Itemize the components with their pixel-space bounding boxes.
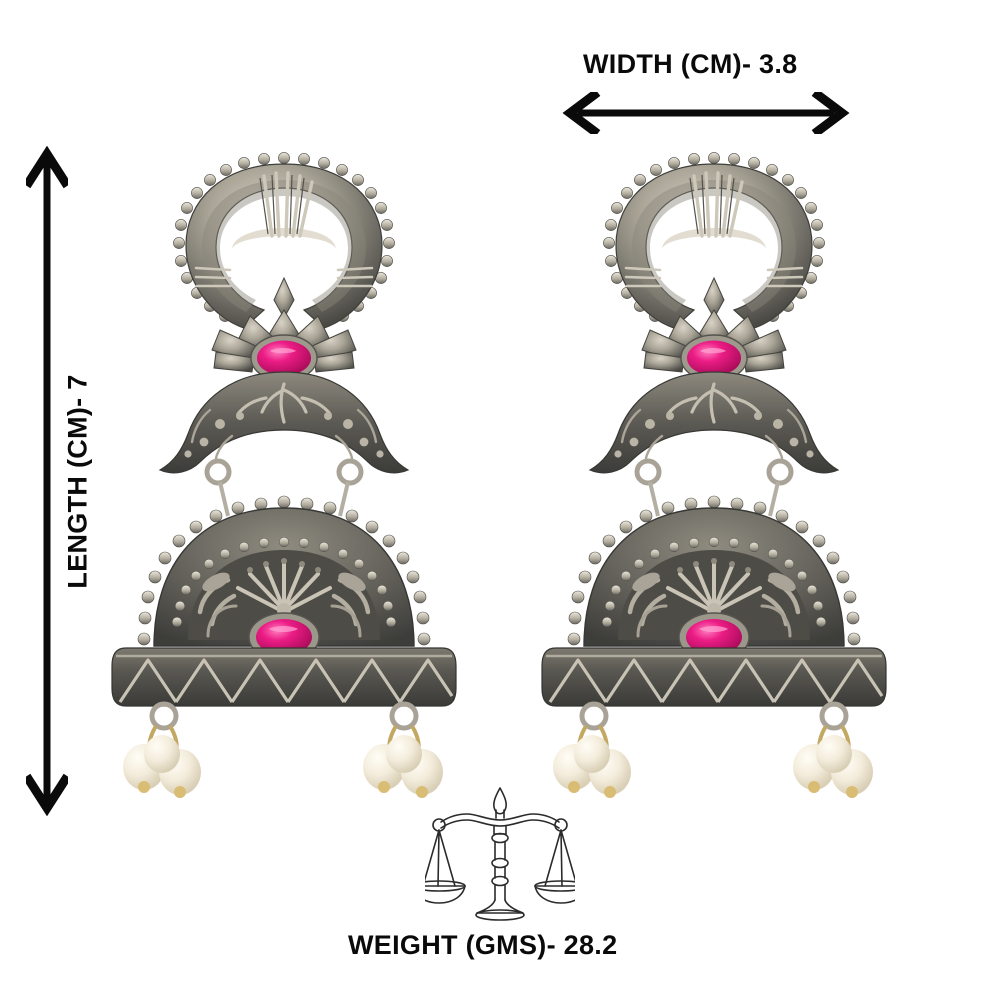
pearl-cap bbox=[378, 781, 390, 793]
gemstone-lower-highlight bbox=[699, 626, 728, 632]
lotus-fan-motif bbox=[236, 560, 332, 614]
floral-star-motif bbox=[641, 309, 787, 382]
engraved-crescent bbox=[158, 371, 410, 517]
stud-ring-body bbox=[615, 163, 813, 329]
pearl-cap bbox=[846, 786, 858, 798]
dome-base-scrolls bbox=[636, 604, 792, 638]
pearl-bead bbox=[574, 735, 610, 773]
dome-leaf-tips bbox=[202, 572, 366, 592]
stud-opening-lip bbox=[232, 228, 336, 250]
half-dome-panel bbox=[137, 495, 431, 662]
fan-ribs-shadow bbox=[259, 174, 305, 235]
connector-ring-right bbox=[766, 458, 794, 486]
pearl-loop-left bbox=[149, 701, 179, 731]
dome-base-scrolls bbox=[206, 604, 362, 638]
pearl-cluster-right bbox=[363, 724, 443, 798]
crescent-scrolls bbox=[620, 408, 808, 460]
gemstone-upper-highlight bbox=[700, 348, 726, 354]
dome-dot-row bbox=[677, 558, 751, 573]
crescent-dots bbox=[614, 412, 814, 458]
beaded-rim-top bbox=[173, 152, 395, 322]
side-grooves bbox=[194, 266, 374, 288]
stud-ring-body bbox=[185, 163, 383, 329]
balance-scale-icon bbox=[425, 787, 575, 921]
pearl-bead bbox=[386, 735, 422, 773]
stud-top-part bbox=[603, 152, 825, 329]
half-dome-panel bbox=[567, 495, 861, 662]
dome-beaded-arc bbox=[137, 495, 431, 646]
double-arrow-horizontal-icon bbox=[562, 92, 850, 134]
double-arrow-vertical-icon bbox=[26, 146, 68, 816]
gemstone-lower bbox=[686, 619, 742, 655]
earring-right bbox=[541, 152, 887, 798]
pearl-cap bbox=[174, 786, 186, 798]
pearl-cap bbox=[808, 781, 820, 793]
dome-inner-bead-arc bbox=[601, 536, 827, 628]
lotus-fan-motif bbox=[666, 560, 762, 614]
gemstone-lower bbox=[256, 619, 312, 655]
link-right bbox=[338, 481, 350, 517]
width-dimension-label: WIDTH (CM)- 3.8 bbox=[583, 49, 798, 79]
pearl-bead bbox=[816, 735, 852, 773]
side-grooves bbox=[624, 266, 804, 288]
pearl-loop-right bbox=[819, 701, 849, 731]
gemstone-upper-highlight bbox=[270, 348, 296, 354]
pearl-cap bbox=[568, 781, 580, 793]
base-bar-triangles bbox=[548, 658, 884, 703]
beaded-rim-top bbox=[603, 152, 825, 322]
gemstone-upper bbox=[257, 340, 311, 376]
dome-leaf-tips bbox=[632, 572, 796, 592]
pearl-loop-left bbox=[579, 701, 609, 731]
crescent-scrolls bbox=[190, 408, 378, 460]
link-left bbox=[648, 481, 660, 517]
connector-ring-right bbox=[336, 458, 364, 486]
pearl-cap bbox=[604, 786, 616, 798]
link-right bbox=[768, 481, 780, 517]
stud-center-opening bbox=[662, 228, 766, 280]
connector-ring-left bbox=[204, 458, 232, 486]
pearl-cluster-left bbox=[553, 724, 631, 798]
pearl-loop-right bbox=[389, 701, 419, 731]
earring-left bbox=[111, 152, 457, 798]
fan-ribs-shadow bbox=[689, 174, 735, 235]
zigzag-base-bar bbox=[541, 647, 887, 731]
dome-inner-bead-arc bbox=[171, 536, 397, 628]
crescent-dots bbox=[184, 412, 384, 458]
stud-center-opening bbox=[232, 228, 336, 280]
pearl-cap bbox=[138, 781, 150, 793]
engraved-crescent bbox=[588, 371, 840, 517]
base-bar-triangles bbox=[118, 658, 454, 703]
pearl-cap bbox=[416, 786, 428, 798]
pearl-cluster-right bbox=[793, 724, 873, 798]
stud-opening-lip bbox=[662, 228, 766, 250]
fan-ribs-top bbox=[692, 171, 744, 238]
gemstone-lower-highlight bbox=[269, 626, 298, 632]
stud-top-part bbox=[173, 152, 395, 329]
pearl-cluster-left bbox=[123, 724, 201, 798]
connector-ring-left bbox=[634, 458, 662, 486]
link-left bbox=[218, 481, 230, 517]
pearl-bead bbox=[144, 735, 180, 773]
dome-beaded-arc bbox=[567, 495, 861, 646]
fan-ribs-top bbox=[262, 171, 314, 238]
gemstone-upper bbox=[687, 340, 741, 376]
floral-star-motif bbox=[211, 309, 357, 382]
weight-label: WEIGHT (GMS)- 28.2 bbox=[348, 930, 618, 960]
dome-dot-row bbox=[247, 558, 321, 573]
zigzag-base-bar bbox=[111, 647, 457, 731]
